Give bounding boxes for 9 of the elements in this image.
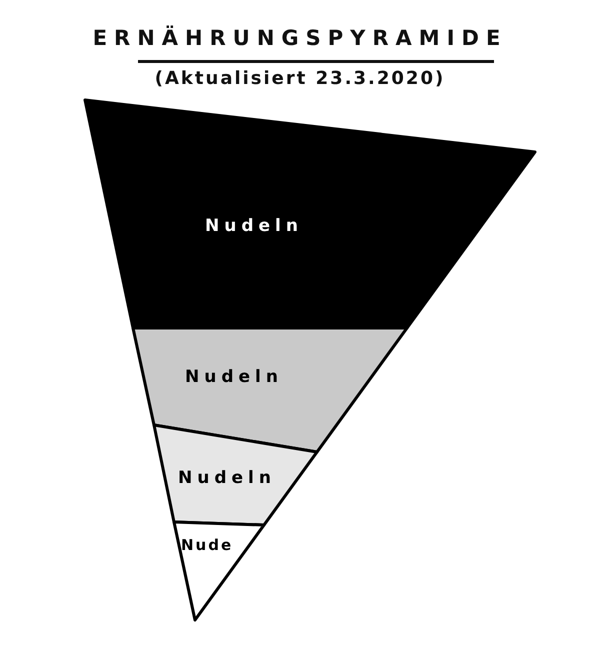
band-label: Nudeln: [178, 468, 276, 488]
band-label: Nudeln: [185, 367, 283, 387]
subtitle: (Aktualisiert 23.3.2020): [154, 68, 446, 89]
pyramid-band: [85, 100, 535, 328]
pyramid-band: [174, 522, 264, 620]
diagram-title: ERNÄHRUNGSPYRAMIDE: [92, 26, 508, 50]
band-label: Nudeln: [205, 216, 303, 236]
band-label: Nude: [181, 536, 234, 554]
pyramid-band: [154, 425, 317, 525]
